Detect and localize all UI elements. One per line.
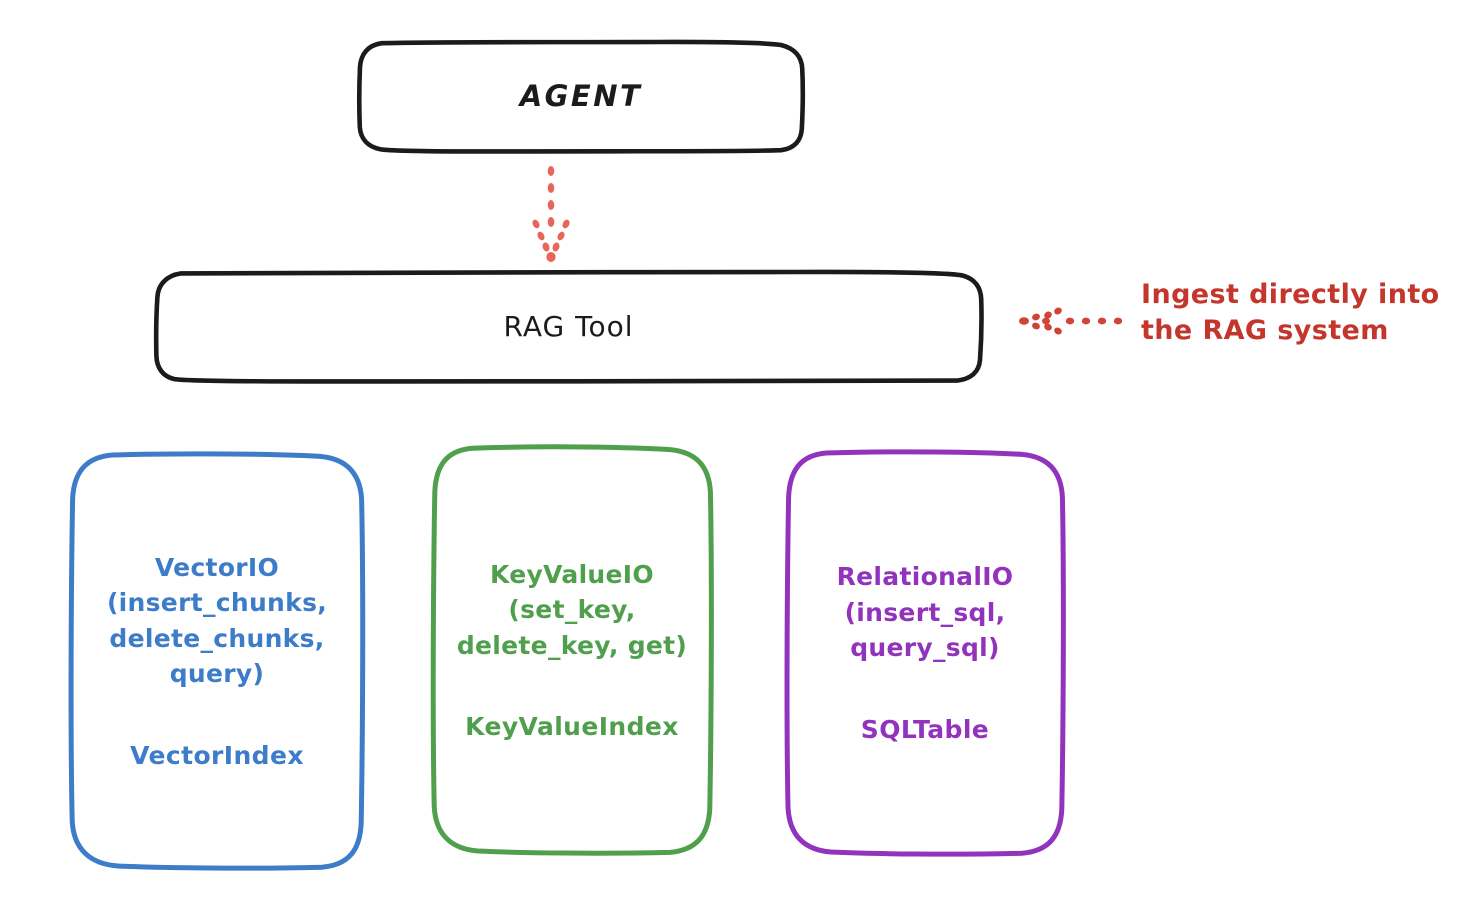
ingest-annotation-text: Ingest directly into the RAG system bbox=[1141, 279, 1440, 346]
vector-io-index-label: VectorIndex bbox=[130, 741, 304, 771]
vector-io-api-label: VectorIO (insert_chunks, delete_chunks, … bbox=[106, 552, 328, 689]
rag-tool-label: RAG Tool bbox=[503, 309, 634, 343]
key-value-io-index-label: KeyValueIndex bbox=[465, 712, 679, 742]
node-relational-io[interactable]: RelationalIO (insert_sql, query_sql) SQL… bbox=[784, 449, 1066, 857]
ingest-into-rag-arrow bbox=[1019, 307, 1122, 335]
vector-io-content: VectorIO (insert_chunks, delete_chunks, … bbox=[107, 529, 327, 792]
key-value-io-content: KeyValueIO (set_key, delete_key, get) Ke… bbox=[457, 536, 687, 764]
node-agent[interactable]: AGENT bbox=[356, 39, 806, 154]
agent-to-rag-tool-arrow bbox=[532, 166, 570, 262]
relational-io-api-label: RelationalIO (insert_sql, query_sql) bbox=[836, 562, 1014, 663]
key-value-io-api-label: KeyValueIO (set_key, delete_key, get) bbox=[456, 559, 688, 660]
relational-io-index-label: SQLTable bbox=[860, 714, 990, 744]
agent-label: AGENT bbox=[519, 78, 643, 113]
node-rag-tool[interactable]: RAG Tool bbox=[153, 269, 984, 384]
relational-io-content: RelationalIO (insert_sql, query_sql) SQL… bbox=[837, 539, 1014, 767]
node-vector-io[interactable]: VectorIO (insert_chunks, delete_chunks, … bbox=[68, 451, 366, 871]
node-key-value-io[interactable]: KeyValueIO (set_key, delete_key, get) Ke… bbox=[430, 444, 714, 856]
